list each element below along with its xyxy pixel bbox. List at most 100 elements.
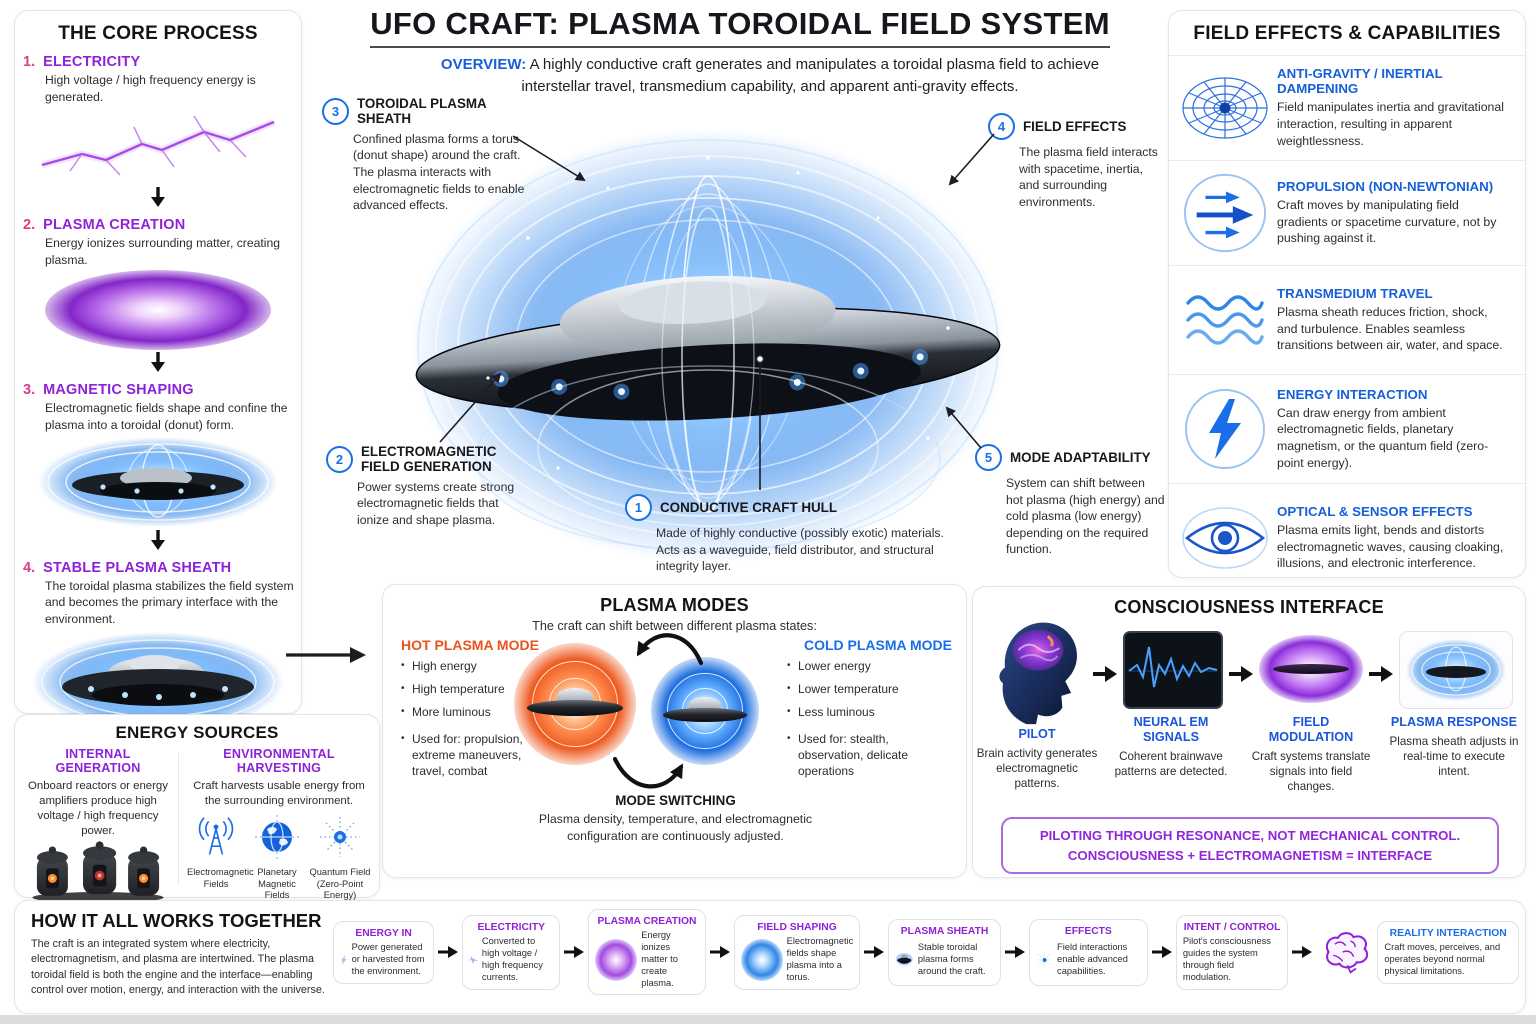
stage-field-modulation: FIELD MODULATION Craft systems translate…	[1251, 715, 1371, 794]
fe-optical-row: OPTICAL & SENSOR EFFECTS Plasma emits li…	[1169, 483, 1525, 592]
saucer-icon	[896, 952, 914, 966]
cold-plasma-column: COLD PLASMA MODE Lower energy Lower temp…	[787, 637, 952, 787]
plasma-response-image	[1399, 631, 1513, 709]
callout-number: 1	[625, 494, 652, 521]
cold-mode-title: COLD PLASMA MODE	[803, 637, 952, 653]
overview-body: A highly conductive craft generates and …	[521, 56, 1100, 95]
fe-antigravity-row: ANTI-GRAVITY / INERTIAL DAMPENING Field …	[1169, 55, 1525, 160]
core-step-1: 1. ELECTRICITY High voltage / high frequ…	[15, 54, 301, 208]
flow-arrow-icon	[1151, 944, 1173, 960]
works-together-title: HOW IT ALL WORKS TOGETHER	[31, 910, 322, 931]
waveform-icon	[469, 956, 478, 964]
internal-generation-column: INTERNAL GENERATION Onboard reactors or …	[23, 747, 173, 904]
overview-text: OVERVIEW: A highly conductive craft gene…	[430, 54, 1110, 98]
consciousness-panel: CONSCIOUSNESS INTERFACE	[972, 586, 1526, 878]
works-together-text: HOW IT ALL WORKS TOGETHER The craft is a…	[31, 910, 327, 998]
page-title: UFO CRAFT: PLASMA TOROIDAL FIELD SYSTEM	[370, 6, 1110, 48]
antenna-icon	[198, 817, 234, 855]
down-arrow-icon	[15, 186, 301, 208]
flow-intent-control: INTENT / CONTROL Pilot's consciousness g…	[1175, 914, 1289, 990]
down-arrow-icon	[15, 529, 301, 551]
mode-switching-block: MODE SWITCHING Plasma density, temperatu…	[503, 793, 848, 844]
callout-field-effects: 4 FIELD EFFECTS The plasma field interac…	[988, 113, 1166, 210]
stage-pilot: PILOT Brain activity generates electroma…	[976, 727, 1098, 791]
plasma-modes-panel: PLASMA MODES The craft can shift between…	[382, 584, 967, 878]
globe-icon	[255, 815, 299, 860]
environmental-harvesting-column: ENVIRONMENTAL HARVESTING Craft harvests …	[187, 747, 371, 902]
field-modulation-image	[1259, 635, 1363, 703]
core-process-title: THE CORE PROCESS	[58, 23, 258, 44]
stage-arrow-icon	[1093, 666, 1117, 682]
stage-arrow-icon	[1229, 666, 1253, 682]
mode-switching-title: MODE SWITCHING	[615, 793, 736, 808]
system-flow: ENERGY IN Power generated or harvested f…	[333, 909, 1520, 996]
field-effects-title: FIELD EFFECTS & CAPABILITIES	[1193, 23, 1501, 44]
flow-electricity: ELECTRICITY Converted to high voltage / …	[462, 914, 561, 990]
hot-plasma-orb	[514, 643, 636, 765]
consciousness-title: CONSCIOUSNESS INTERFACE	[1114, 597, 1384, 617]
resonance-banner: PILOTING THROUGH RESONANCE, NOT MECHANIC…	[1001, 817, 1499, 874]
flow-effects: EFFECTS Field interactions enable advanc…	[1028, 918, 1148, 986]
lightning-image	[15, 107, 301, 185]
field-effects-panel: FIELD EFFECTS & CAPABILITIES ANTI-GRAVIT…	[1168, 10, 1526, 578]
overview-label: OVERVIEW:	[440, 56, 527, 73]
flow-field-shaping: FIELD SHAPING Electromagnetic fields sha…	[733, 914, 861, 990]
pilot-head-image	[989, 615, 1087, 732]
eye-icon	[1173, 505, 1277, 571]
quantum-field-icon	[320, 817, 360, 858]
flow-plasma-sheath: PLASMA SHEATH Stable toroidal plasma for…	[888, 918, 1001, 986]
flow-arrow-icon	[1291, 944, 1313, 960]
plasma-modes-subtitle: The craft can shift between different pl…	[532, 619, 817, 633]
callout-toroidal-plasma-sheath: 3 TOROIDAL PLASMA SHEATH Confined plasma…	[322, 96, 530, 214]
callout-number: 5	[975, 444, 1002, 471]
lightning-bolt-icon	[1173, 387, 1277, 471]
hot-mode-title: HOT PLASMA MODE	[401, 637, 539, 653]
planetary-item: Planetary Magnetic Fields	[246, 815, 308, 902]
flow-arrow-icon	[437, 944, 459, 960]
reactor-units-image	[23, 841, 173, 904]
cold-mode-bullets: Lower energy Lower temperature Less lumi…	[787, 659, 952, 780]
propulsion-arrows-icon	[1173, 171, 1277, 255]
stage-neural-em: NEURAL EM SIGNALS Coherent brainwave pat…	[1114, 715, 1228, 779]
callout-mode-adaptability: 5 MODE ADAPTABILITY System can shift bet…	[975, 444, 1165, 558]
core-process-panel: THE CORE PROCESS 1. ELECTRICITY High vol…	[14, 10, 302, 733]
blue-orb-icon	[740, 938, 783, 981]
starburst-icon	[1036, 951, 1053, 968]
flow-arrow-icon	[709, 944, 731, 960]
stage-plasma-response: PLASMA RESPONSE Plasma sheath adjusts in…	[1389, 715, 1519, 779]
core-step-2: 2. PLASMA CREATION Energy ionizes surrou…	[15, 217, 301, 373]
callout-number: 4	[988, 113, 1015, 140]
works-together-panel: HOW IT ALL WORKS TOGETHER The craft is a…	[14, 900, 1526, 1014]
callout-em-field-generation: 2 ELECTROMAGNETIC FIELD GENERATION Power…	[326, 444, 526, 529]
hot-plasma-column: HOT PLASMA MODE High energy High tempera…	[401, 637, 553, 787]
sheathed-craft-image	[15, 629, 301, 735]
callout-number: 3	[322, 97, 349, 125]
core-step-4: 4. STABLE PLASMA SHEATH The toroidal pla…	[15, 560, 301, 736]
plasma-cloud-image	[15, 270, 301, 351]
bottom-edge	[0, 1015, 1536, 1024]
brainwave-screen-image	[1123, 631, 1223, 709]
quantum-item: Quantum Field (Zero-Point Energy)	[309, 815, 371, 902]
flow-arrow-icon	[1004, 944, 1026, 960]
flow-arrow-icon	[563, 944, 585, 960]
mode-cycle-arrow-bottom	[612, 756, 684, 789]
toroid-craft-image	[15, 436, 301, 528]
plasma-modes-title: PLASMA MODES	[600, 595, 749, 615]
column-divider	[178, 753, 179, 885]
energy-sources-panel: ENERGY SOURCES INTERNAL GENERATION Onboa…	[14, 714, 380, 904]
toroidal-field-craft-illustration	[410, 128, 1006, 564]
fe-transmedium-row: TRANSMEDIUM TRAVEL Plasma sheath reduces…	[1169, 265, 1525, 374]
brain-icon	[1326, 932, 1369, 974]
waves-icon	[1173, 289, 1277, 351]
fe-energy-row: ENERGY INTERACTION Can draw energy from …	[1169, 374, 1525, 483]
core-step-3: 3. MAGNETIC SHAPING Electromagnetic fiel…	[15, 382, 301, 550]
energy-sources-title: ENERGY SOURCES	[115, 723, 279, 742]
hot-mode-bullets: High energy High temperature More lumino…	[401, 659, 553, 780]
bolt-icon	[341, 955, 347, 965]
mode-cycle-arrow-top	[636, 633, 704, 666]
flow-energy-in: ENERGY IN Power generated or harvested f…	[333, 920, 435, 984]
fe-propulsion-row: PROPULSION (NON-NEWTONIAN) Craft moves b…	[1169, 160, 1525, 265]
flow-reality-interaction: REALITY INTERACTION Craft moves, perceiv…	[1377, 920, 1520, 984]
header: UFO CRAFT: PLASMA TOROIDAL FIELD SYSTEM	[320, 6, 1160, 48]
